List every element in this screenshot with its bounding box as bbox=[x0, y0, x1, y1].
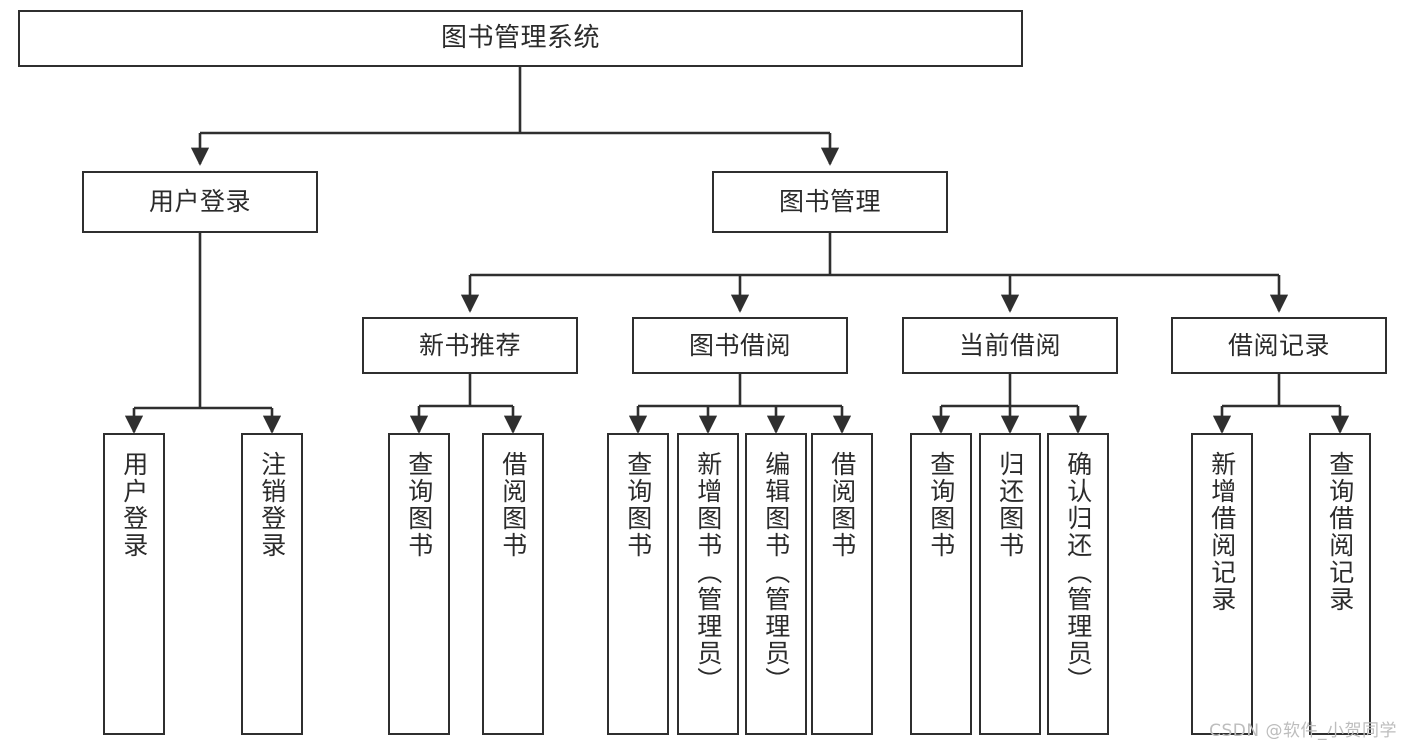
node-leaf-query-book-3-label: 查询图书 bbox=[926, 451, 956, 559]
node-leaf-logout-label: 注销登录 bbox=[257, 451, 287, 559]
node-leaf-add-record[interactable]: 新增借阅记录 bbox=[1191, 433, 1253, 735]
node-borrow-record-label: 借阅记录 bbox=[1227, 330, 1330, 360]
node-leaf-query-book-1-label: 查询图书 bbox=[404, 451, 434, 559]
node-leaf-query-book-2-label: 查询图书 bbox=[623, 451, 653, 559]
node-current-borrow[interactable]: 当前借阅 bbox=[902, 317, 1118, 374]
node-leaf-add-record-label: 新增借阅记录 bbox=[1207, 451, 1237, 613]
node-leaf-query-book-1[interactable]: 查询图书 bbox=[388, 433, 450, 735]
node-leaf-borrow-book-1[interactable]: 借阅图书 bbox=[482, 433, 544, 735]
node-leaf-query-book-3[interactable]: 查询图书 bbox=[910, 433, 972, 735]
node-leaf-add-book[interactable]: 新增图书（管理员） bbox=[677, 433, 739, 735]
node-user-login-label: 用户登录 bbox=[148, 187, 251, 217]
node-leaf-return-book-label: 归还图书 bbox=[995, 451, 1025, 559]
node-book-manage-label: 图书管理 bbox=[778, 187, 881, 217]
node-root-label: 图书管理系统 bbox=[440, 23, 600, 54]
node-new-book-rec[interactable]: 新书推荐 bbox=[362, 317, 578, 374]
node-leaf-edit-book-label: 编辑图书（管理员） bbox=[761, 451, 791, 694]
node-leaf-confirm-return[interactable]: 确认归还（管理员） bbox=[1047, 433, 1109, 735]
node-leaf-user-login[interactable]: 用户登录 bbox=[103, 433, 165, 735]
node-leaf-edit-book[interactable]: 编辑图书（管理员） bbox=[745, 433, 807, 735]
node-new-book-rec-label: 新书推荐 bbox=[418, 330, 521, 360]
node-leaf-return-book[interactable]: 归还图书 bbox=[979, 433, 1041, 735]
node-leaf-logout[interactable]: 注销登录 bbox=[241, 433, 303, 735]
node-leaf-query-book-2[interactable]: 查询图书 bbox=[607, 433, 669, 735]
node-book-borrow[interactable]: 图书借阅 bbox=[632, 317, 848, 374]
node-leaf-add-book-label: 新增图书（管理员） bbox=[693, 451, 723, 694]
node-leaf-borrow-book-1-label: 借阅图书 bbox=[498, 451, 528, 559]
node-root[interactable]: 图书管理系统 bbox=[18, 10, 1023, 67]
node-user-login[interactable]: 用户登录 bbox=[82, 171, 318, 233]
node-book-manage[interactable]: 图书管理 bbox=[712, 171, 948, 233]
node-current-borrow-label: 当前借阅 bbox=[958, 330, 1061, 360]
node-leaf-borrow-book-2-label: 借阅图书 bbox=[827, 451, 857, 559]
node-leaf-confirm-return-label: 确认归还（管理员） bbox=[1063, 451, 1093, 694]
node-leaf-user-login-label: 用户登录 bbox=[119, 451, 149, 559]
node-leaf-query-record-label: 查询借阅记录 bbox=[1325, 451, 1355, 613]
node-borrow-record[interactable]: 借阅记录 bbox=[1171, 317, 1387, 374]
node-book-borrow-label: 图书借阅 bbox=[688, 330, 791, 360]
watermark-text: CSDN @软件_小贺同学 bbox=[1209, 721, 1397, 741]
node-leaf-query-record[interactable]: 查询借阅记录 bbox=[1309, 433, 1371, 735]
node-leaf-borrow-book-2[interactable]: 借阅图书 bbox=[811, 433, 873, 735]
